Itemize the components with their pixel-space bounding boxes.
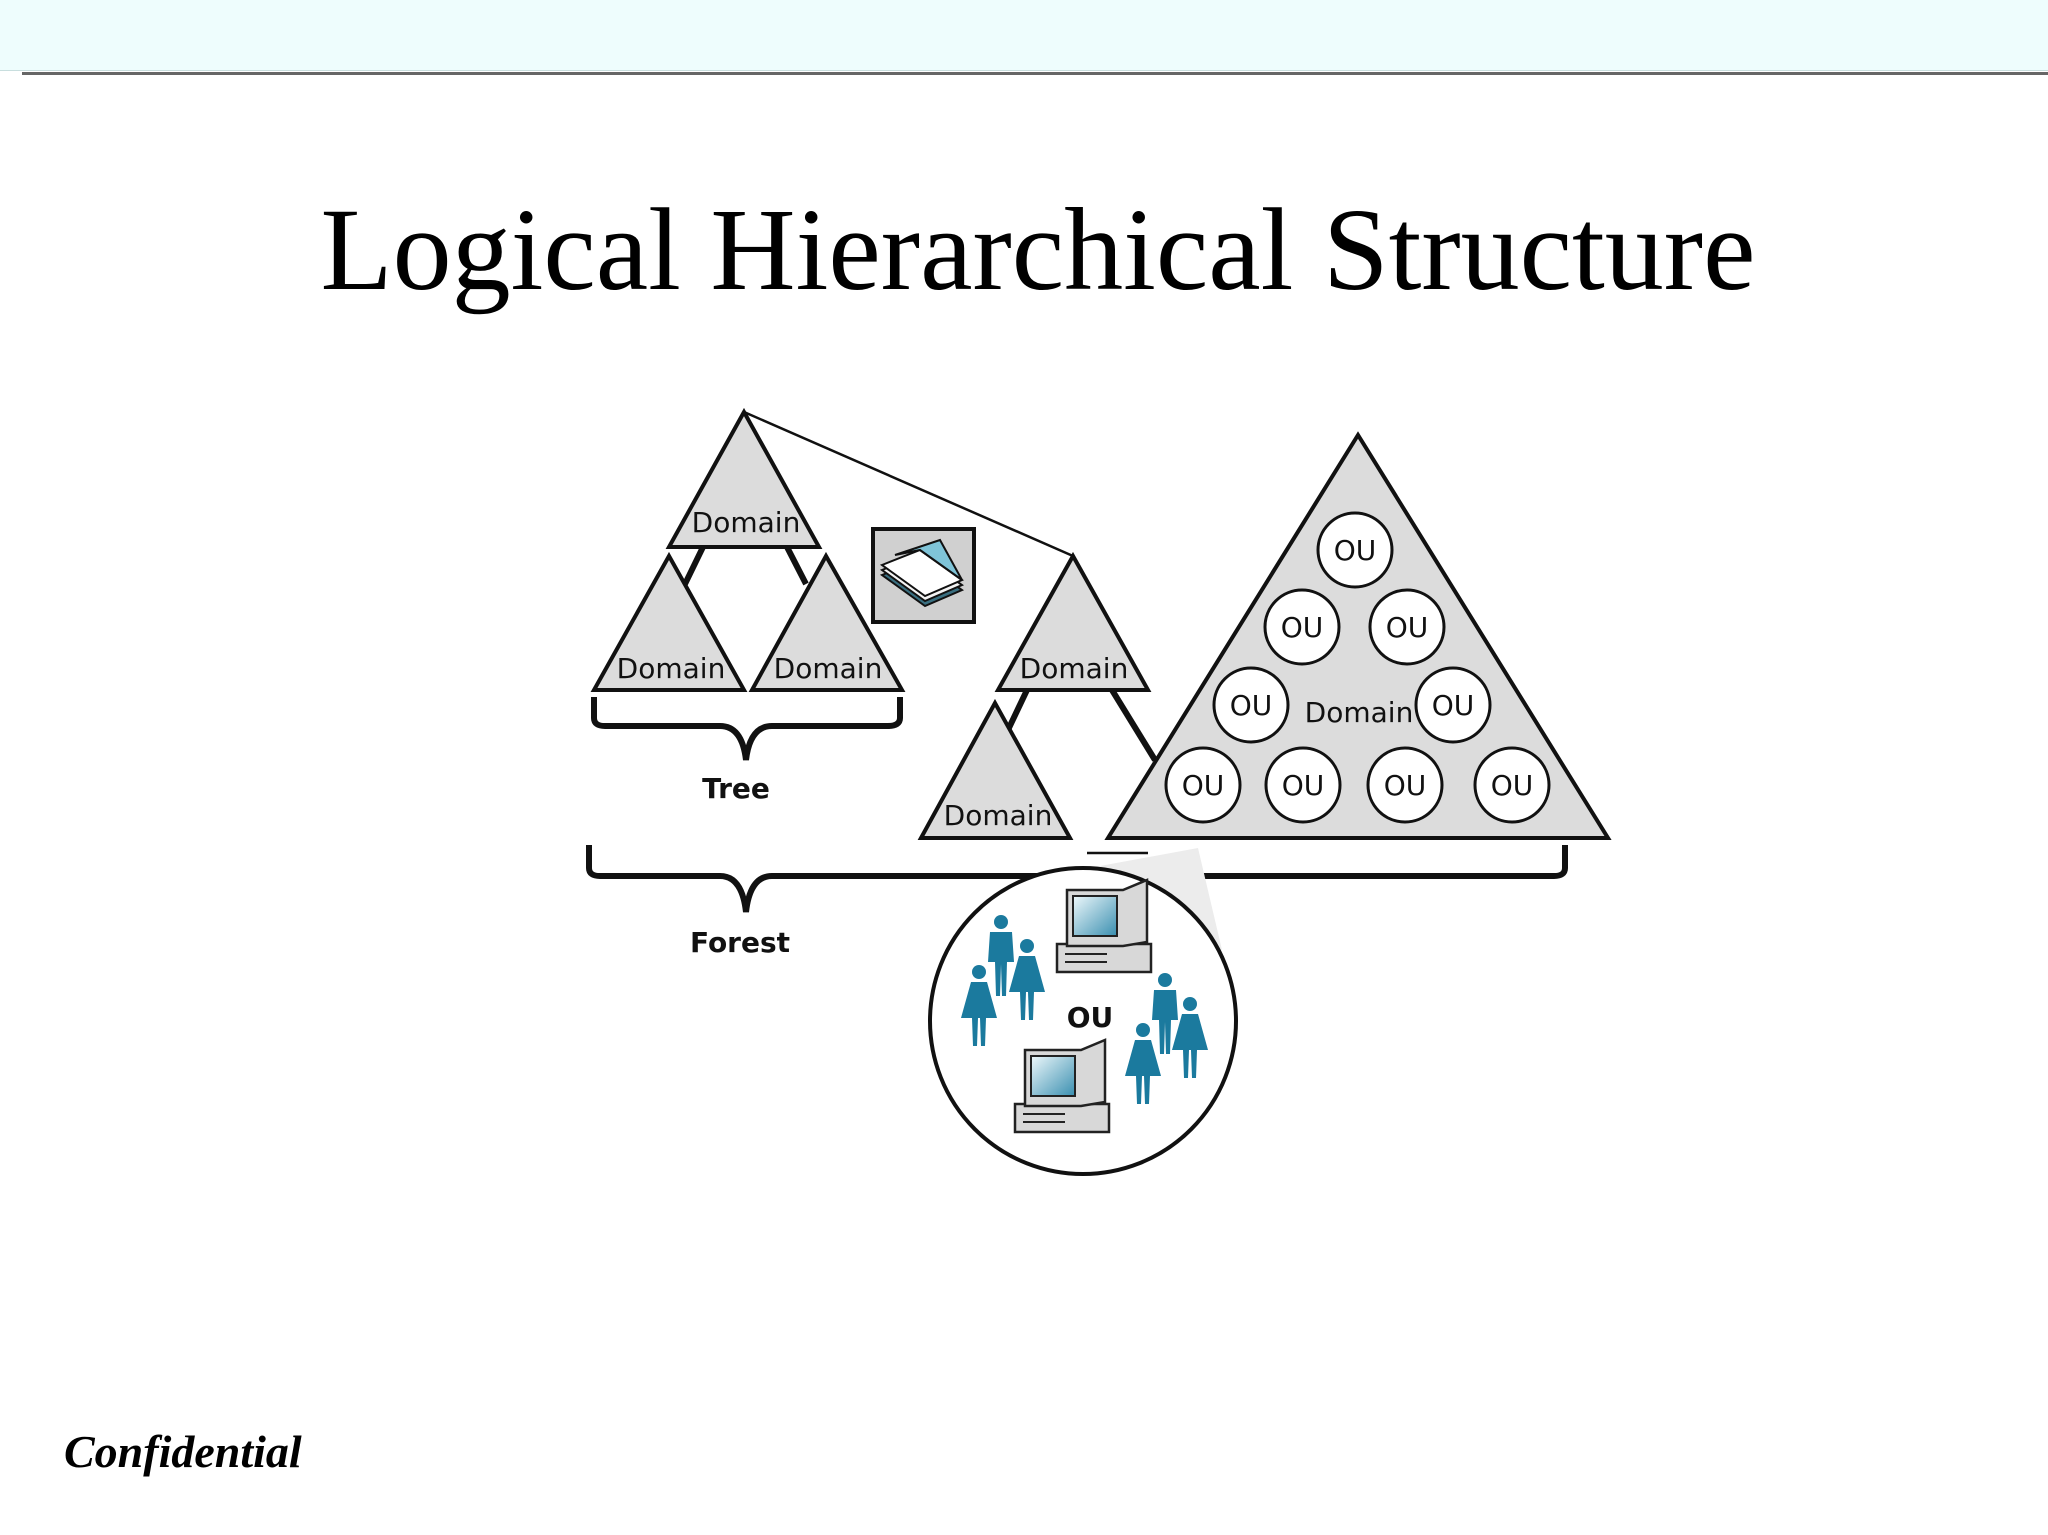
tree-label: Tree [702, 772, 770, 805]
domain-label: Domain [774, 652, 883, 685]
zoom-ou-label: OU [1067, 1001, 1114, 1034]
ou-circle: OU [1473, 746, 1551, 824]
ou-label: OU [1281, 611, 1324, 644]
forest-label: Forest [690, 926, 790, 959]
tree-connectors [682, 545, 1158, 762]
directory-book-icon [871, 527, 976, 624]
forest-domain-lower: Domain [917, 698, 1074, 840]
ou-circle: OU [1264, 746, 1342, 824]
ou-label: OU [1386, 611, 1429, 644]
domain-label: Domain [617, 652, 726, 685]
tree-brace: Tree [591, 697, 903, 805]
ou-label: OU [1432, 689, 1475, 722]
ou-label: OU [1282, 769, 1325, 802]
domain-label: Domain [944, 799, 1053, 832]
top-rule [22, 72, 2048, 75]
tree-domain-right: Domain [748, 551, 906, 692]
top-bar [0, 0, 2048, 71]
big-domain-label: Domain [1305, 696, 1414, 729]
connector-lines [743, 410, 1148, 855]
footer-confidential: Confidential [64, 1426, 302, 1477]
forest-brace: Forest [586, 845, 1568, 959]
ou-circle: OU [1414, 666, 1492, 744]
ou-circle: OU [1212, 666, 1290, 744]
domain-label: Domain [1020, 652, 1129, 685]
ou-circle: OU [1164, 746, 1242, 824]
ou-circle: OU [1263, 588, 1341, 666]
forest-domain-upper: Domain [994, 551, 1152, 692]
tree-domain-top: Domain [665, 407, 823, 549]
ou-circles: OU OU OU OU OU OU OU OU OU [1164, 511, 1551, 824]
ou-label: OU [1334, 534, 1377, 567]
tree-domain-left: Domain [590, 551, 748, 692]
domain-label: Domain [692, 506, 801, 539]
computer-icon [1055, 878, 1153, 974]
ou-label: OU [1230, 689, 1273, 722]
ou-circle: OU [1316, 511, 1394, 589]
ou-label: OU [1491, 769, 1534, 802]
ou-circle: OU [1368, 588, 1446, 666]
computer-icon [1013, 1038, 1111, 1134]
ou-label: OU [1182, 769, 1225, 802]
ou-circle: OU [1366, 746, 1444, 824]
ou-label: OU [1384, 769, 1427, 802]
slide-title: Logical Hierarchical Structure [320, 184, 1756, 315]
